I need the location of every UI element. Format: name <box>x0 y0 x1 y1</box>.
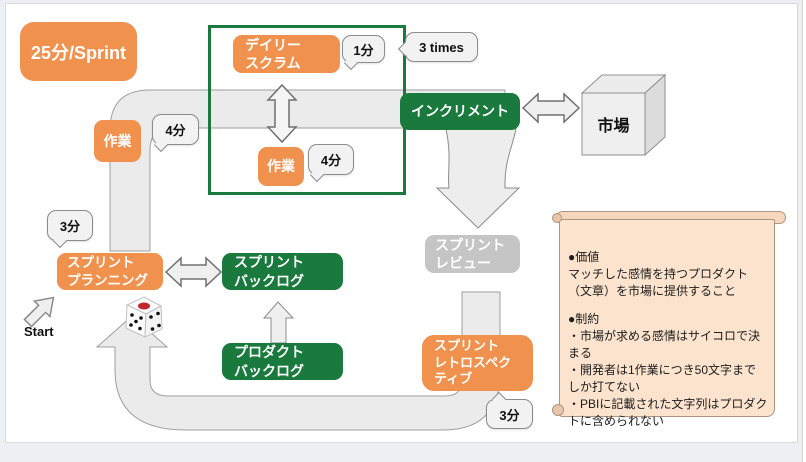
sprint-duration-badge: 25分/Sprint <box>20 22 137 81</box>
callout-text: 1分 <box>353 42 374 58</box>
value-text: マッチした感情を持つプロダクト（文章）を市場に提供すること <box>568 267 749 298</box>
node-increment: インクリメント <box>400 93 520 130</box>
constraint-item: ・市場が求める感情はサイコロで決まる <box>568 329 761 360</box>
start-label: Start <box>24 324 54 339</box>
node-sprint-retrospective: スプリント レトロスペク ティブ <box>422 335 533 391</box>
callout-text: 3分 <box>59 219 81 234</box>
node-work-inner: 作業 <box>258 147 304 186</box>
node-sprint-review: スプリント レビュー <box>425 235 520 273</box>
rules-text: ●価値 マッチした感情を持つプロダクト（文章）を市場に提供すること ●制約 ・市… <box>560 220 774 428</box>
node-sprint-backlog: スプリント バックログ <box>222 253 343 290</box>
market-cube-icon <box>580 73 667 157</box>
constraint-item: ・PBIに記載された文字列はプロダクトに含められない <box>568 397 768 428</box>
scroll-curl-top-icon <box>552 213 562 223</box>
callout-work-inner-time: 4分 <box>308 144 354 183</box>
callout-text: 3分 <box>499 407 520 423</box>
constraints-header: ●制約 <box>568 312 600 326</box>
value-header: ●価値 <box>568 250 600 264</box>
constraint-item: ・開発者は1作業につき50文字までしか打てない <box>568 363 757 394</box>
dice-icon <box>125 296 163 338</box>
node-product-backlog: プロダクト バックログ <box>222 343 343 380</box>
sprint-loop-band-bottom <box>95 291 501 431</box>
scroll-curl-bottom-icon <box>552 404 564 416</box>
node-market-label: 市場 <box>597 118 630 135</box>
callout-daily-scrum-count: 3 times <box>397 32 478 62</box>
increment-to-review-arrow <box>435 128 521 229</box>
callout-text: 4分 <box>320 153 342 168</box>
dailyscrum-work-double-arrow <box>266 83 298 144</box>
window-right-edge <box>802 0 806 462</box>
callout-retrospective-time: 3分 <box>486 391 533 429</box>
start-arrow <box>23 296 55 328</box>
node-sprint-planning: スプリント プランニング <box>57 253 163 290</box>
callout-text: 3 times <box>419 39 464 55</box>
rules-scroll: ●価値 マッチした感情を持つプロダクト（文章）を市場に提供すること ●制約 ・市… <box>559 219 775 428</box>
callout-planning-time: 3分 <box>47 210 93 249</box>
node-daily-scrum: デイリー スクラム <box>233 35 340 73</box>
callout-work-top-time: 4分 <box>152 114 199 153</box>
callout-daily-scrum-time: 1分 <box>342 35 385 71</box>
callout-text: 4分 <box>165 123 186 138</box>
increment-market-double-arrow <box>521 92 581 124</box>
product-to-sprint-backlog-arrow <box>262 301 295 344</box>
node-work-top: 作業 <box>94 120 141 162</box>
planning-backlog-double-arrow <box>164 256 223 288</box>
